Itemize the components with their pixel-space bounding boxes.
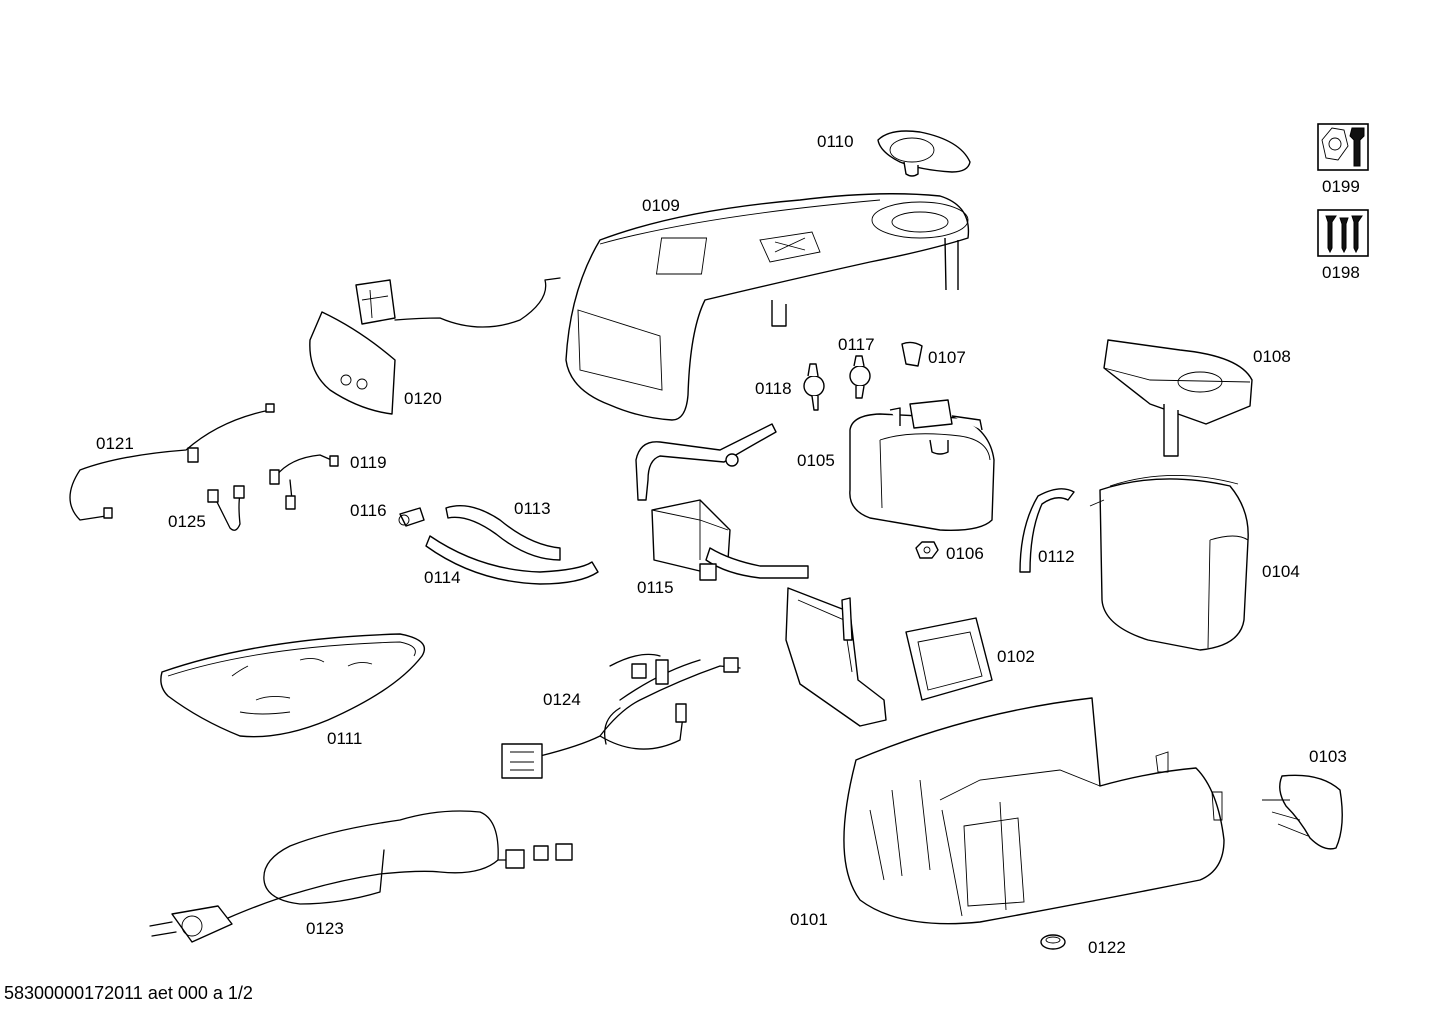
label-0114: 0114 [424,568,461,587]
part-0111-tray [160,633,426,738]
part-0118-thermostat [803,363,825,411]
label-0108: 0108 [1253,347,1291,366]
label-0107: 0107 [928,348,966,367]
label-0106: 0106 [946,544,984,563]
part-0120-switch-panel [309,277,561,415]
part-0104-water-tank [1089,475,1249,651]
part-0116-nozzle [398,507,425,527]
label-0102: 0102 [997,647,1035,666]
screws-icon [1317,209,1369,257]
part-0102-frame [785,587,993,727]
part-0101-base [843,697,1225,925]
part-0113-hose [445,505,561,561]
label-0111: 0111 [327,729,363,748]
label-0121: 0121 [96,434,134,453]
label-0103: 0103 [1309,747,1347,766]
wrench-nut-icon [1317,123,1369,171]
part-0108-bracket [1103,339,1253,457]
label-0101: 0101 [790,910,828,929]
part-0105-boiler [849,399,995,531]
label-0109: 0109 [642,196,680,215]
document-id-footer: 58300000172011 aet 000 a 1/2 [4,983,253,1003]
label-0116: 0116 [350,501,387,520]
part-0115-pump [635,423,809,581]
label-0125: 0125 [168,512,206,531]
label-0115: 0115 [637,578,674,597]
part-0119-cable [269,454,339,510]
label-0112: 0112 [1038,547,1075,566]
label-0105: 0105 [797,451,835,470]
part-0109-top-cover [565,193,970,421]
label-0117: 0117 [838,335,875,354]
part-0123-power-cord [149,810,573,943]
part-0103-cover [1262,774,1343,850]
part-0112-hose [1019,488,1075,573]
part-0106-nut [915,541,939,559]
part-0121-cable [69,403,275,521]
label-0124: 0124 [543,690,581,709]
part-0122-ring [1040,934,1066,950]
part-0125-wire [207,485,245,531]
part-0114-hose [425,535,599,585]
part-0110-cap [877,130,971,177]
label-0113: 0113 [514,499,551,518]
label-0118: 0118 [755,379,792,398]
part-0124-wiring-harness [501,653,741,779]
label-0122: 0122 [1088,938,1126,957]
label-0123: 0123 [306,919,344,938]
label-0119: 0119 [350,453,387,472]
label-0198: 0198 [1322,263,1360,282]
label-0110: 0110 [817,132,854,151]
label-0199: 0199 [1322,177,1360,196]
part-0107-clip [901,341,923,367]
part-0117-thermostat [849,355,871,399]
label-0104: 0104 [1262,562,1300,581]
label-0120: 0120 [404,389,442,408]
